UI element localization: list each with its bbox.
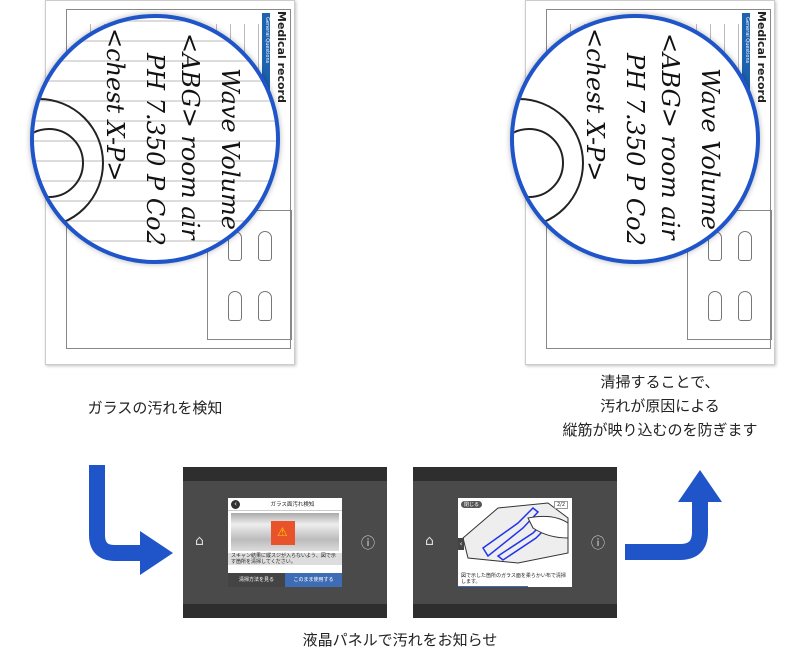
- how-to-clean-button[interactable]: 清掃方法を見る: [228, 573, 285, 587]
- previous-icon[interactable]: ‹: [458, 538, 464, 550]
- close-button[interactable]: 閉じる: [461, 501, 483, 508]
- lcd-screen: ‹ ガラス面汚れ検知 ⚠ スキャン結果に縦スジが入らないよう、図で示す箇所を清掃…: [228, 498, 342, 587]
- handwriting: Wave Volume: [696, 68, 724, 230]
- lcd-panel-instructions: ⌂ ⓘ 閉じる 2/2 ‹ 図で示した箇所のガラス面を柔らかい布で清掃します。: [413, 467, 617, 618]
- help-icon[interactable]: ⓘ: [591, 536, 605, 552]
- handwriting: <ABG> room air: [656, 33, 684, 240]
- page-indicator: 2/2: [553, 501, 568, 509]
- document-title: Medical record: [755, 11, 768, 103]
- back-icon[interactable]: ‹: [231, 499, 240, 509]
- handwriting: <chest X-P>: [581, 28, 609, 182]
- cleaning-illustration: [462, 502, 569, 564]
- continue-button[interactable]: このまま使用する: [285, 573, 342, 587]
- home-icon[interactable]: ⌂: [425, 533, 434, 549]
- caption-benefit: 清掃することで、 汚れが原因による 縦筋が映り込むのを防ぎます: [520, 370, 800, 442]
- caption-line: 清掃することで、: [600, 373, 720, 391]
- screen-message: スキャン結果に縦スジが入らないよう、図で示す箇所を清掃してください。: [228, 553, 342, 565]
- caption-detect: ガラスの汚れを検知: [87, 399, 223, 417]
- screen-title: ガラス面汚れ検知: [270, 502, 315, 508]
- magnifier-dirty: Wave Volume <ABG> room air PH 7.350 P Co…: [30, 14, 280, 264]
- screen-message: 図で示した箇所のガラス面を柔らかい布で清掃します。: [458, 573, 572, 585]
- lcd-panel-warning: ⌂ ⓘ ‹ ガラス面汚れ検知 ⚠ スキャン結果に縦スジが入らないよう、図で示す箇…: [183, 467, 387, 618]
- caption-notify: 液晶パネルで汚れをお知らせ: [302, 631, 498, 649]
- caption-line: 汚れが原因による: [600, 397, 720, 415]
- lcd-screen: 閉じる 2/2 ‹ 図で示した箇所のガラス面を柔らかい布で清掃します。: [458, 498, 572, 587]
- caption-line: 縦筋が映り込むのを防ぎます: [562, 421, 758, 439]
- arrow-down-right-icon: [89, 465, 173, 575]
- arrow-right-up-icon: [625, 470, 722, 560]
- progress-bar: [458, 586, 528, 587]
- magnifier-clean: Wave Volume <ABG> room air PH 7.350 P Co…: [510, 14, 760, 264]
- scanner-glass-image: ⚠: [231, 513, 339, 551]
- document-title: Medical record: [275, 11, 288, 103]
- home-icon[interactable]: ⌂: [195, 533, 204, 549]
- handwriting: PH 7.350 P Co2: [621, 53, 649, 246]
- help-icon[interactable]: ⓘ: [361, 536, 375, 552]
- warning-icon: ⚠: [277, 525, 288, 539]
